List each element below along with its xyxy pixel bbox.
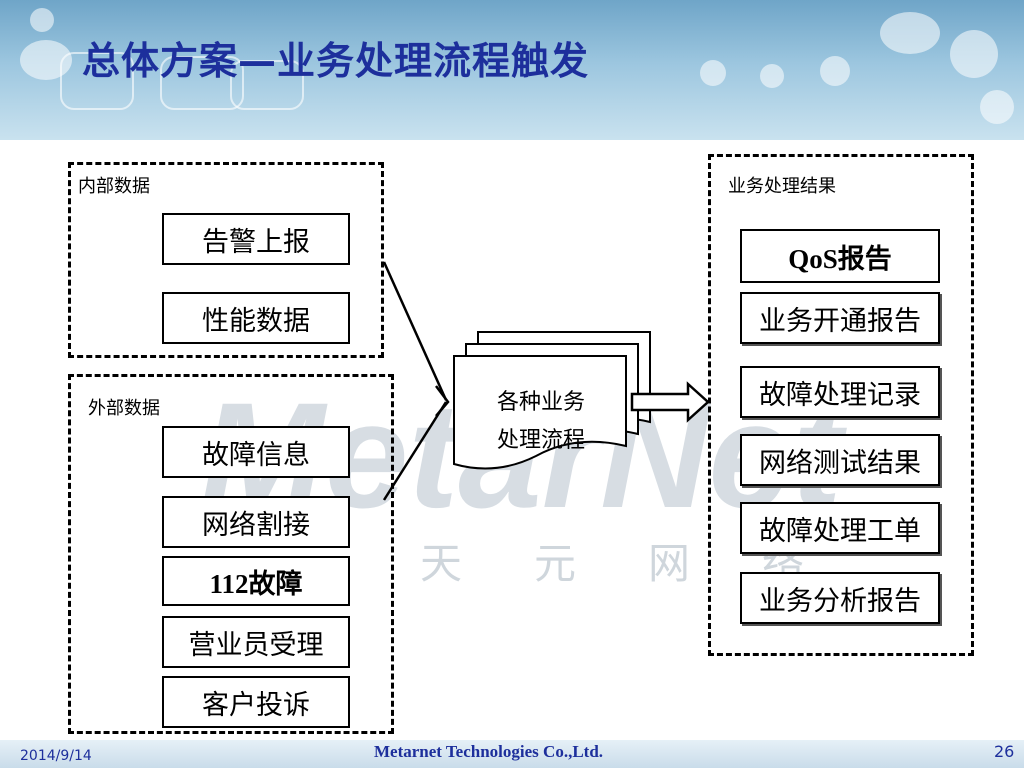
result-item-fault-record: 故障处理记录 bbox=[740, 366, 940, 418]
footer-bar bbox=[0, 740, 1024, 768]
internal-item-alarm: 告警上报 bbox=[162, 213, 350, 265]
result-item-provisioning-report: 业务开通报告 bbox=[740, 292, 940, 344]
process-label-line2: 处理流程 bbox=[496, 428, 585, 453]
decor-ring bbox=[160, 56, 244, 110]
decor-bubble bbox=[950, 30, 998, 78]
external-item-network-cutover: 网络割接 bbox=[162, 496, 350, 548]
results-group bbox=[708, 154, 974, 656]
decor-ring bbox=[230, 60, 304, 110]
external-data-label: 外部数据 bbox=[88, 398, 160, 419]
footer-date: 2014/9/14 bbox=[20, 748, 92, 764]
decor-bubble bbox=[30, 8, 54, 32]
decor-bubble bbox=[980, 90, 1014, 124]
process-label: 各种业务 处理流程 bbox=[462, 384, 620, 460]
result-item-network-test: 网络测试结果 bbox=[740, 434, 940, 486]
results-label: 业务处理结果 bbox=[728, 176, 836, 197]
external-item-fault-info: 故障信息 bbox=[162, 426, 350, 478]
external-item-clerk-intake: 营业员受理 bbox=[162, 616, 350, 668]
external-item-customer-complaint: 客户投诉 bbox=[162, 676, 350, 728]
decor-bubble bbox=[820, 56, 850, 86]
page-number: 26 bbox=[994, 742, 1015, 761]
internal-data-label: 内部数据 bbox=[78, 176, 150, 197]
result-item-analysis-report: 业务分析报告 bbox=[740, 572, 940, 624]
external-item-112-fault: 112故障 bbox=[162, 556, 350, 606]
decor-bubble bbox=[880, 12, 940, 54]
header-banner bbox=[0, 0, 1024, 140]
footer-company: Metarnet Technologies Co.,Ltd. bbox=[374, 742, 604, 761]
decor-bubble bbox=[760, 64, 784, 88]
decor-ring bbox=[60, 52, 134, 110]
decor-bubble bbox=[700, 60, 726, 86]
internal-item-performance: 性能数据 bbox=[162, 292, 350, 344]
internal-data-group bbox=[68, 162, 384, 358]
process-label-line1: 各种业务 bbox=[496, 390, 585, 415]
result-item-fault-ticket: 故障处理工单 bbox=[740, 502, 940, 554]
result-item-qos-report: QoS报告 bbox=[740, 229, 940, 283]
external-data-group bbox=[68, 374, 394, 734]
slide-title: 总体方案—业务处理流程触发 bbox=[82, 39, 590, 83]
